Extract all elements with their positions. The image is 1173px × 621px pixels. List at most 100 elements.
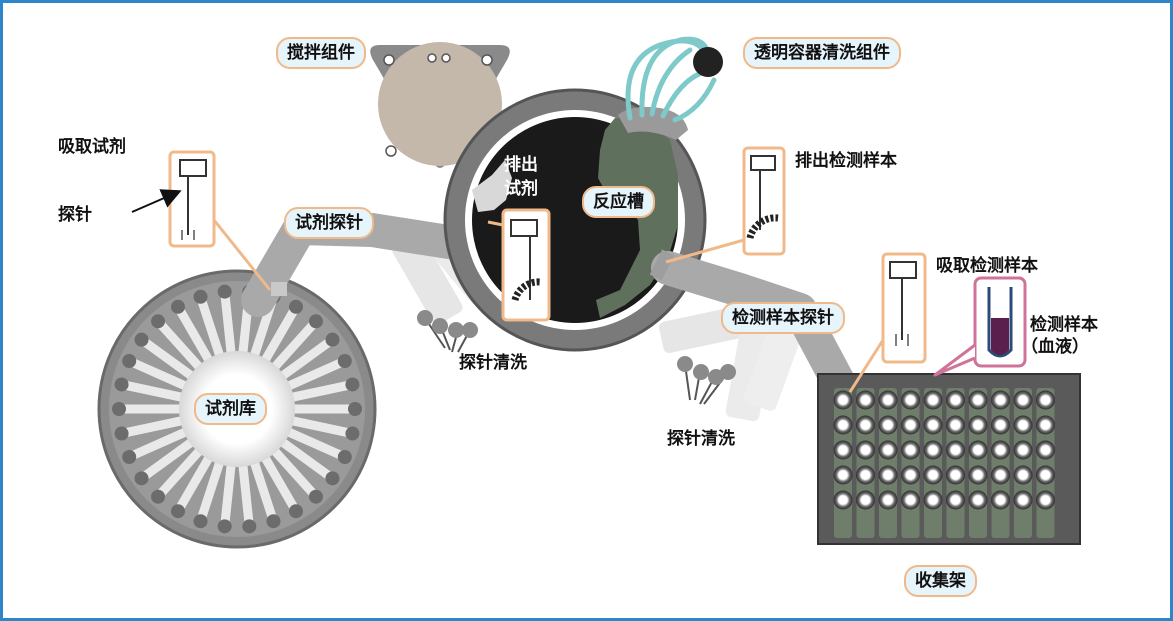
rack-column	[1036, 388, 1055, 538]
rack-well	[833, 465, 853, 485]
probe-wash-station-right	[677, 356, 736, 405]
rack-well	[856, 415, 875, 435]
reagent-bottle-cap	[345, 377, 360, 392]
callout-aspirate-reagent	[131, 150, 272, 291]
reagent-bottle-slot	[130, 428, 189, 460]
reagent-bottle-cap	[112, 402, 126, 416]
rack-well	[1013, 440, 1033, 460]
rack-well	[923, 465, 943, 485]
probe-wash-station-left	[417, 310, 478, 353]
callout-dispense-sample	[665, 146, 786, 264]
reagent-bottle-slot	[285, 428, 344, 460]
reagent-bottle-cap	[308, 489, 323, 504]
rack-column	[969, 388, 987, 538]
reagent-bottle-cap	[289, 504, 303, 519]
rack-well	[901, 490, 920, 510]
rack-well	[946, 390, 965, 410]
reagent-bottle-slot	[141, 438, 195, 480]
reagent-bottle-cap	[325, 332, 340, 347]
reagent-bottle-slot	[289, 381, 352, 402]
reagent-bottle-slot	[122, 416, 185, 437]
collection-rack	[817, 373, 1081, 545]
label-dispense-reagent-line2: 试剂	[504, 179, 538, 199]
reagent-bottle-slot	[141, 338, 195, 380]
reagent-bottle-slot	[279, 438, 333, 480]
reagent-bottle-cap	[151, 314, 166, 329]
label-dispense-reagent-line1: 排出	[504, 155, 538, 175]
reagent-bottle-slot	[279, 338, 333, 380]
rack-well	[833, 390, 853, 410]
reagent-bottle-cap	[122, 354, 137, 369]
rack-well	[856, 440, 875, 460]
rack-well	[968, 465, 988, 485]
reagent-bottle-cap	[114, 426, 129, 441]
rack-wells	[833, 390, 1055, 510]
rack-well	[901, 465, 920, 485]
reagent-bottle-cap	[171, 504, 185, 519]
reagent-bottle-cap	[337, 354, 352, 369]
reagent-bottle-slot	[271, 447, 317, 497]
label-reagent-probe: 试剂探针	[284, 207, 374, 239]
rack-well	[968, 440, 988, 460]
rack-well	[878, 415, 898, 435]
rack-well	[878, 440, 898, 460]
rack-well	[946, 415, 965, 435]
label-collection-rack: 收集架	[904, 565, 977, 597]
rack-well	[856, 465, 875, 485]
rack-column	[856, 388, 875, 538]
rack-well	[833, 440, 853, 460]
rack-column	[991, 388, 1010, 538]
reagent-bottle-slot	[261, 454, 298, 511]
reagent-bottle-slot	[176, 307, 213, 364]
rack-column	[946, 388, 965, 538]
rack-well	[991, 390, 1010, 410]
rack-well	[946, 440, 965, 460]
rack-well	[923, 440, 943, 460]
reagent-bottle-cap	[193, 289, 208, 304]
rack-well	[1036, 415, 1055, 435]
callout-dispense-reagent	[487, 208, 551, 322]
reagent-bottle-slot	[261, 307, 298, 364]
rack-well	[968, 390, 988, 410]
rack-well	[878, 390, 898, 410]
reagent-bottle-slot	[176, 454, 213, 511]
stir-assembly	[370, 42, 510, 168]
rack-well	[991, 440, 1010, 460]
reagent-bottle-cap	[242, 519, 257, 534]
reagent-bottle-slot	[122, 381, 185, 402]
rack-well	[901, 440, 920, 460]
reagent-bottle-slot	[130, 358, 189, 390]
label-sample-line1: 检测样本	[1030, 315, 1098, 335]
label-dispense-sample: 排出检测样本	[795, 151, 897, 171]
label-sample-probe: 检测样本探针	[721, 302, 845, 334]
label-probe: 探针	[58, 205, 92, 225]
sample-tube-callout	[933, 276, 1027, 377]
rack-column	[1014, 388, 1032, 538]
rack-well	[946, 465, 965, 485]
rack-well	[1036, 440, 1055, 460]
rack-well	[856, 390, 875, 410]
label-sample-line2: （血液）	[1021, 337, 1089, 357]
rack-column	[834, 388, 852, 538]
reagent-bottle-slot	[220, 462, 236, 525]
rack-well	[856, 490, 875, 510]
reagent-bottle-cap	[134, 332, 149, 347]
reagent-bottle-cap	[193, 514, 208, 529]
rack-well	[1013, 415, 1033, 435]
label-probe-wash-right: 探针清洗	[667, 429, 735, 449]
rack-well	[946, 490, 965, 510]
reagent-bottle-cap	[325, 471, 340, 486]
rack-well	[923, 490, 943, 510]
reagent-bottle-slot	[157, 447, 203, 497]
reagent-bottle-cap	[122, 449, 137, 464]
reagent-bottle-cap	[345, 426, 360, 441]
reagent-bottle-cap	[348, 402, 362, 416]
rack-well	[1036, 390, 1055, 410]
reagent-bottle-cap	[308, 314, 323, 329]
reagent-bottle-slot	[197, 459, 224, 521]
reagent-bottle-slot	[289, 416, 352, 437]
label-cuvette-wash-assembly: 透明容器清洗组件	[743, 37, 901, 69]
label-aspirate-reagent: 吸取试剂	[58, 137, 126, 157]
rack-well	[1036, 465, 1055, 485]
